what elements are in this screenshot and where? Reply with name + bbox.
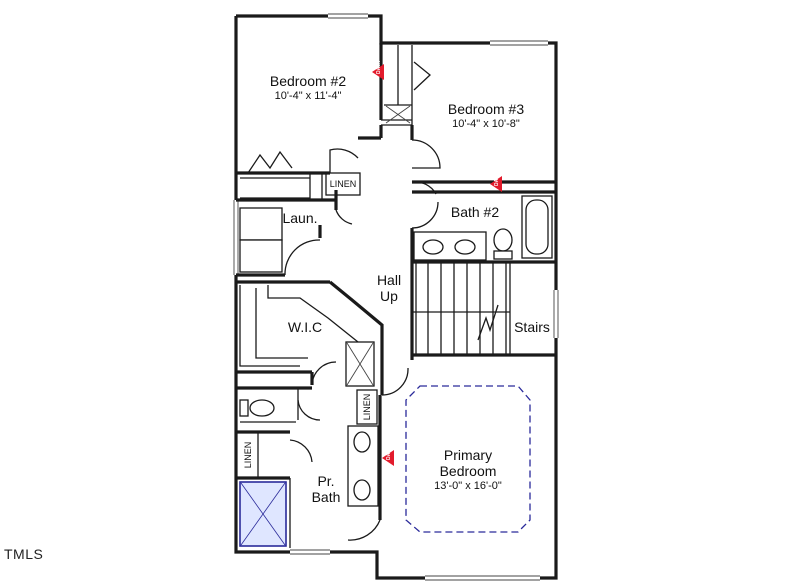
doors — [247, 61, 441, 541]
primary-bedroom-label-2: Bedroom — [440, 463, 497, 479]
bedroom2-dims: 10'-4" x 11'-4" — [275, 90, 342, 102]
svg-text:DATA: DATA — [376, 60, 382, 74]
hall-up-label: Up — [380, 288, 398, 304]
linen-mid-label: LINEN — [362, 394, 372, 421]
bath2-label: Bath #2 — [451, 204, 499, 220]
laundry-label: Laun. — [282, 210, 317, 226]
bedroom3-label: Bedroom #3 — [448, 101, 524, 117]
bedroom2-label: Bedroom #2 — [270, 73, 346, 89]
primary-bedroom-dims: 13'-0" x 16'-0" — [434, 480, 502, 492]
primary-bath-label-2: Bath — [312, 489, 341, 505]
exterior-walls — [233, 13, 559, 581]
bedroom3-dims: 10'-4" x 10'-8" — [452, 118, 520, 130]
tray-ceiling — [405, 385, 531, 533]
data-marker: DATA — [372, 60, 384, 80]
linen-top-label: LINEN — [330, 179, 357, 189]
stairs-treads — [412, 262, 510, 355]
primary-bedroom-label: Primary — [444, 447, 492, 463]
stairs-label: Stairs — [514, 319, 550, 335]
primary-bath-label: Pr. — [317, 473, 334, 489]
data-marker: DATA — [490, 172, 502, 192]
svg-text:DATA: DATA — [494, 172, 500, 186]
interior-walls — [236, 43, 556, 548]
fixtures — [239, 195, 553, 547]
svg-text:DATA: DATA — [386, 446, 392, 460]
mls-watermark: TMLS — [4, 546, 44, 562]
data-marker: DATA — [382, 446, 394, 466]
hall-label: Hall — [377, 272, 401, 288]
wic-label: W.I.C — [288, 319, 322, 335]
linen-low-label: LINEN — [243, 442, 253, 469]
